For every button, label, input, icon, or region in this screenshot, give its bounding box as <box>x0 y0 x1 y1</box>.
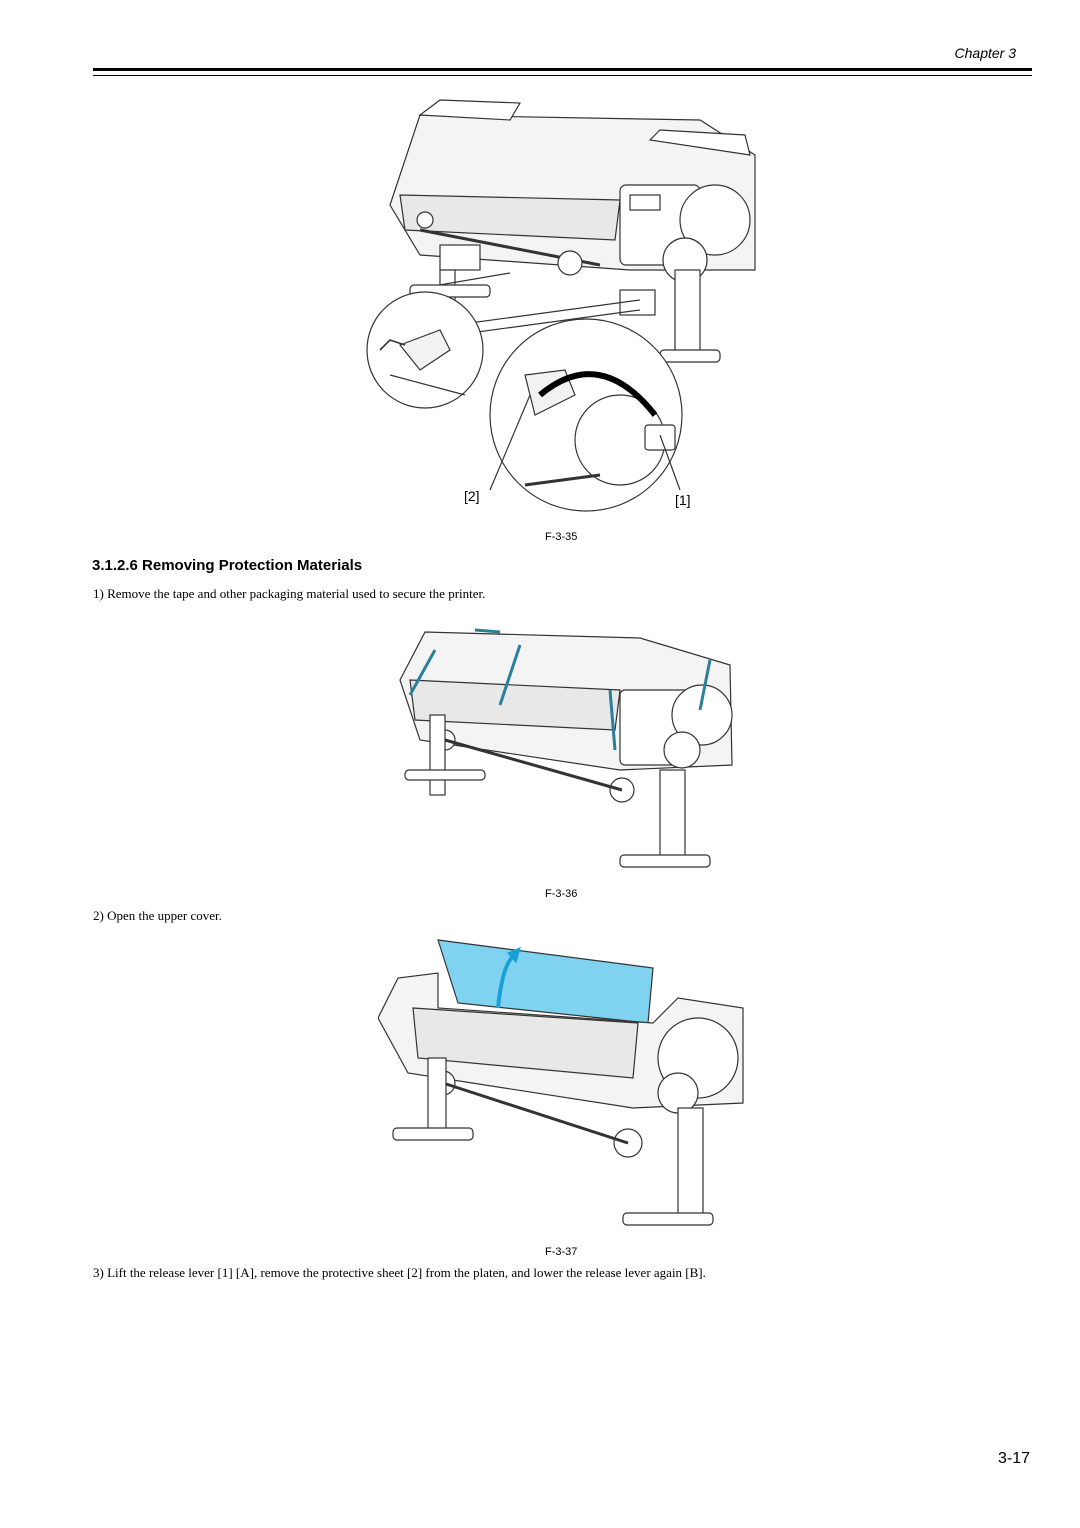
step-3-text: 3) Lift the release lever [1] [A], remov… <box>93 1265 706 1280</box>
figure-label: F-3-35 <box>545 531 578 543</box>
figure-printer-open-cover <box>378 938 748 1238</box>
printer-spindle-illustration <box>366 99 756 512</box>
header-rule <box>93 68 1032 71</box>
section-heading: 3.1.2.6 Removing Protection Materials <box>92 557 363 574</box>
page-number: 3-17 <box>997 1450 1030 1467</box>
figure-printer-spindle <box>360 95 780 525</box>
figure-label: F-3-36 <box>545 888 578 900</box>
figure-label: F-3-37 <box>545 1246 578 1258</box>
chapter-label: Chapter 3 <box>954 45 1016 61</box>
callout-1: [1] <box>675 492 691 508</box>
figure-printer-tape <box>390 620 740 885</box>
printer-tape-illustration <box>399 628 733 868</box>
header-rule-thin <box>93 75 1032 76</box>
step-2-text: 2) Open the upper cover. <box>93 908 222 923</box>
step-1-text: 1) Remove the tape and other packaging m… <box>93 586 486 601</box>
callout-2: [2] <box>464 488 480 504</box>
printer-open-cover-illustration <box>378 939 744 1226</box>
